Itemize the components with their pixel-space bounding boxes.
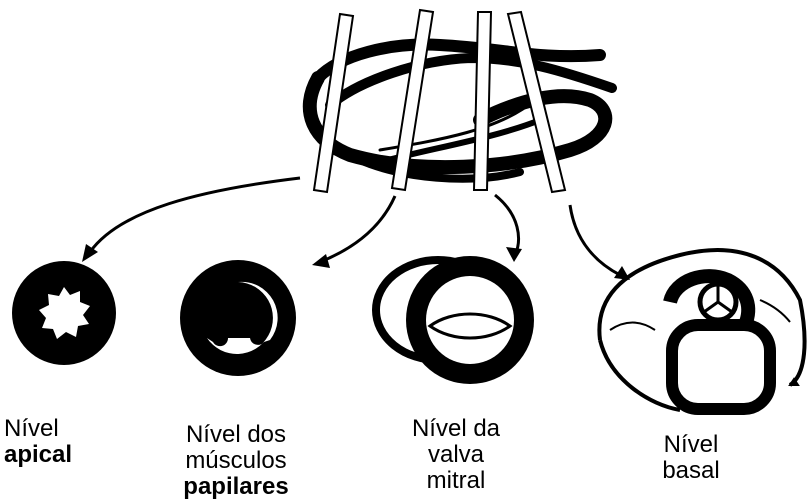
label-basal-line1: Nível: [626, 432, 756, 458]
label-papillary-line3: papilares: [168, 474, 304, 500]
basal-cross-section: [599, 250, 804, 410]
label-mitral-line1: Nível da: [388, 416, 524, 442]
mitral-cross-section: [376, 256, 534, 384]
heart-long-axis-drawing: [310, 45, 612, 179]
papillary-cross-section: [180, 260, 296, 376]
label-mitral: Nível da valva mitral: [388, 416, 524, 494]
label-mitral-line3: mitral: [388, 468, 524, 494]
arrowheads: [82, 244, 630, 280]
label-papillary-line2: músculos: [168, 448, 304, 474]
label-apical-line2: apical: [4, 442, 100, 468]
label-basal-line2: basal: [626, 458, 756, 484]
label-mitral-line2: valva: [388, 442, 524, 468]
label-apical: Nível apical: [4, 416, 100, 468]
apical-cross-section: [12, 261, 116, 365]
label-basal: Nível basal: [626, 432, 756, 484]
label-papillary-line1: Nível dos: [168, 422, 304, 448]
arrows: [90, 178, 620, 275]
label-papillary: Nível dos músculos papilares: [168, 422, 304, 500]
label-apical-line1: Nível: [4, 416, 100, 442]
